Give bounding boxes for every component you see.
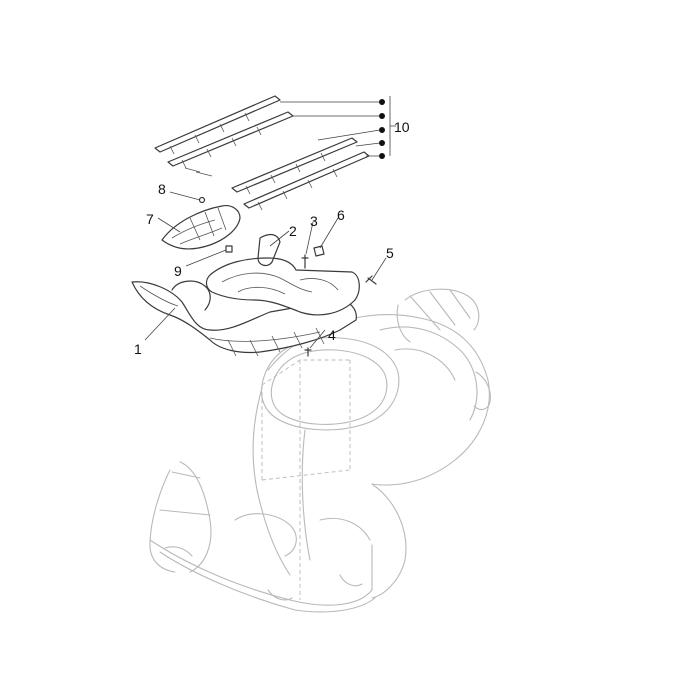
- leader-lines: [144, 96, 396, 349]
- part-2-tunnel-cover: [205, 233, 360, 316]
- part-8-screw: [198, 196, 206, 204]
- callout-7: 7: [146, 211, 154, 227]
- callout-3: 3: [310, 213, 318, 229]
- callout-10: 10: [394, 119, 410, 135]
- item-10-dots: [379, 99, 385, 159]
- callout-8: 8: [158, 181, 166, 197]
- callout-5: 5: [386, 245, 394, 261]
- callout-2: 2: [289, 223, 297, 239]
- part-6-clip: [313, 245, 325, 257]
- callout-1: 1: [134, 341, 142, 357]
- part-4-fastener: [304, 347, 312, 357]
- part-5-screw: [365, 275, 377, 285]
- part-1-floor-panel: [131, 280, 357, 357]
- callout-labels: 1 2 3 4 5 6 7 8 9 10: [134, 119, 410, 357]
- part-9-clip: [225, 245, 233, 253]
- part-3-fastener: [301, 254, 309, 269]
- callout-4: 4: [328, 327, 336, 343]
- callout-6: 6: [337, 207, 345, 223]
- callout-9: 9: [174, 263, 182, 279]
- part-10-trim-rails: [154, 95, 370, 211]
- scooter-frame-ghost: [149, 288, 491, 613]
- part-7-footrest-cover: [161, 205, 241, 250]
